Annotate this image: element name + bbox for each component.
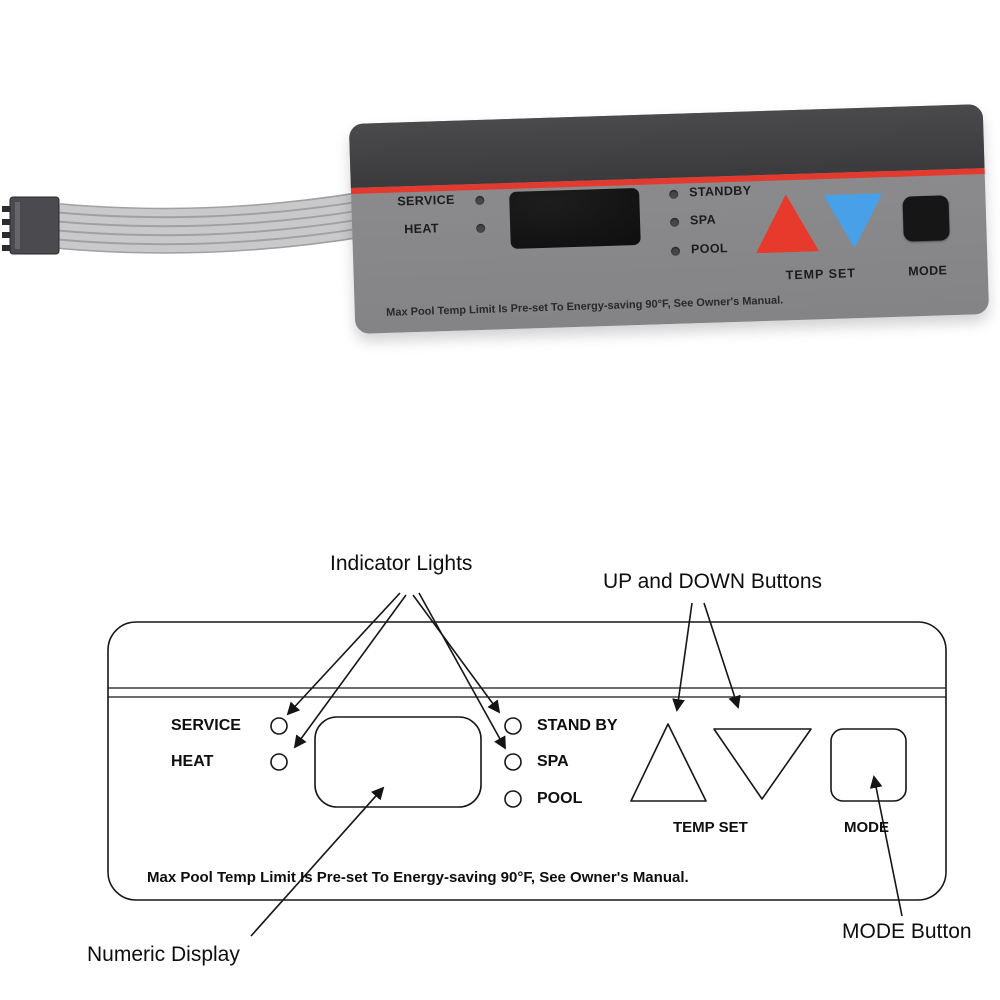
diagram-pool-light xyxy=(504,790,522,808)
spa-label: SPA xyxy=(689,212,717,228)
arrow-mode-button xyxy=(869,775,903,917)
diagram-linework xyxy=(107,621,947,901)
diagram-spa-light xyxy=(504,753,522,771)
diagram-panel-outline xyxy=(107,621,947,901)
callout-mode-button: MODE Button xyxy=(842,920,972,943)
diagram-temp-set-label: TEMP SET xyxy=(673,819,748,836)
heat-label: HEAT xyxy=(403,221,440,237)
diagram-service-light xyxy=(270,717,288,735)
cable-wire xyxy=(57,228,367,253)
mode-button xyxy=(902,195,950,242)
diagram-down-button-outline xyxy=(713,728,812,800)
temp-set-label: TEMP SET xyxy=(785,266,857,283)
pool-indicator-light xyxy=(670,246,681,256)
connector-pin xyxy=(2,232,11,238)
standby-indicator-light xyxy=(669,189,679,199)
diagram-mode-label: MODE xyxy=(844,819,889,836)
diagram-heat-label: HEAT xyxy=(171,753,214,770)
cable-connector xyxy=(9,196,60,255)
arrow-numeric-display xyxy=(250,786,385,937)
connector-highlight xyxy=(15,202,20,249)
spa-indicator-light xyxy=(669,217,680,227)
mode-label: MODE xyxy=(907,263,948,279)
callout-arrows xyxy=(250,592,903,937)
callout-numeric-display: Numeric Display xyxy=(87,943,240,966)
connector-pin xyxy=(2,245,11,251)
callout-up-down-buttons: UP and DOWN Buttons xyxy=(603,570,823,593)
connector-pin xyxy=(2,219,11,225)
service-indicator-light xyxy=(475,195,485,206)
standby-label: STANDBY xyxy=(688,183,752,200)
arrow-indicator-heat xyxy=(293,594,407,749)
temp-down-button xyxy=(823,193,884,249)
diagram-service-label: SERVICE xyxy=(171,717,241,734)
diagram-standby-label: STAND BY xyxy=(537,717,618,734)
ribbon-cable xyxy=(2,191,370,255)
diagram-spa-label: SPA xyxy=(537,753,569,770)
pool-label: POOL xyxy=(690,241,729,257)
diagram-display-outline xyxy=(314,716,482,808)
arrow-indicator-service xyxy=(286,592,401,716)
diagram-heat-light xyxy=(270,753,288,771)
cable-wire xyxy=(57,219,367,244)
callout-indicator-lights: Indicator Lights xyxy=(330,552,473,575)
cable-wire xyxy=(57,201,367,226)
numeric-display xyxy=(509,187,641,249)
heat-indicator-light xyxy=(476,223,486,234)
cable-wire xyxy=(57,192,367,217)
diagram-notice-text: Max Pool Temp Limit Is Pre-set To Energy… xyxy=(147,869,689,886)
diagram-pool-label: POOL xyxy=(537,790,583,807)
connector-pin xyxy=(2,206,11,212)
arrow-indicator-spa xyxy=(418,592,506,750)
temp-up-button xyxy=(754,193,819,253)
arrow-indicator-standby xyxy=(412,594,501,714)
arrow-down-button xyxy=(703,602,741,709)
service-label: SERVICE xyxy=(397,192,455,209)
arrow-up-button xyxy=(672,602,693,712)
control-panel-photo: SERVICE HEAT STANDBY SPA POOL TEMP SET M… xyxy=(348,104,990,334)
photo-notice-text: Max Pool Temp Limit Is Pre-set To Energy… xyxy=(386,294,784,319)
cable-wire xyxy=(57,210,367,235)
diagram-up-button-outline xyxy=(630,723,707,802)
diagram-standby-light xyxy=(504,717,522,735)
diagram-mode-outline xyxy=(830,728,907,802)
